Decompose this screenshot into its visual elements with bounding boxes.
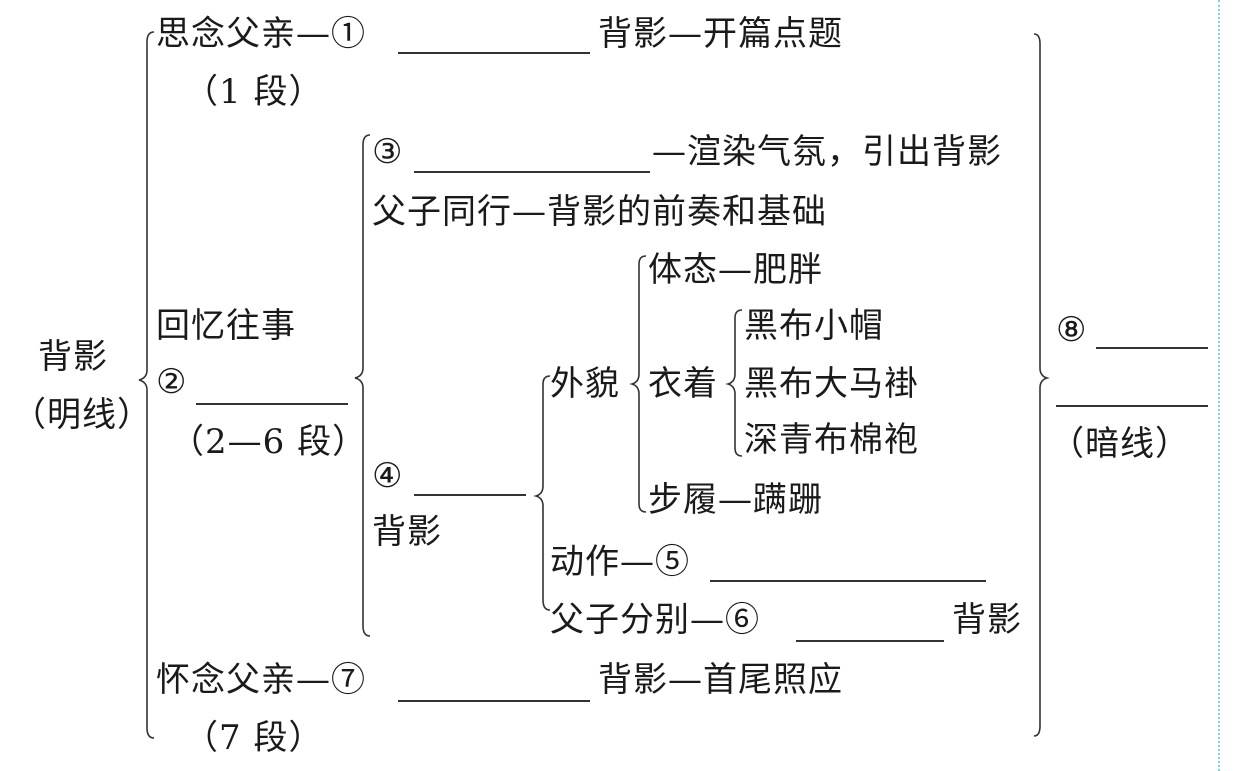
part3-para: （7 段）	[184, 718, 324, 758]
right-label: ⑧	[1056, 310, 1088, 350]
part1-para: （1 段）	[184, 72, 324, 112]
together-line: 父子同行—背影的前奏和基础	[372, 192, 827, 232]
blank-5[interactable]	[710, 580, 986, 582]
item3-label: ③	[372, 132, 404, 172]
blank-2[interactable]	[196, 403, 348, 405]
blank-6[interactable]	[796, 640, 944, 642]
item3-after: —渲染气氛，引出背影	[652, 132, 1002, 172]
item4-brace	[533, 375, 551, 611]
root-subtitle: （明线）	[12, 395, 152, 435]
clothing-label: 衣着	[648, 364, 718, 404]
page-margin-guide	[1218, 0, 1220, 771]
root-brace	[138, 31, 155, 739]
action-label: 动作—⑤	[550, 542, 690, 582]
part1-after: 背影—开篇点题	[598, 14, 843, 54]
posture-line: 体态—肥胖	[648, 250, 823, 290]
clothing-item: 深青布棉袍	[744, 420, 919, 460]
item4-label2: 背影	[372, 512, 442, 552]
part2-blank-label: ②	[156, 362, 188, 402]
root-title: 背影	[38, 337, 108, 377]
appearance-label: 外貌	[550, 364, 620, 404]
part1-label: 思念父亲—①	[156, 14, 366, 54]
clothing-item: 黑布小帽	[744, 306, 884, 346]
blank-4[interactable]	[414, 494, 526, 496]
part3-after: 背影—首尾照应	[598, 660, 843, 700]
blank-8a[interactable]	[1096, 347, 1208, 349]
part3-label: 怀念父亲—⑦	[156, 660, 366, 700]
part2-brace	[354, 134, 371, 637]
blank-1[interactable]	[398, 52, 590, 54]
right-brace	[1033, 33, 1050, 737]
parting-label: 父子分别—⑥	[550, 600, 760, 640]
gait-line: 步履—蹒跚	[648, 480, 823, 520]
part2-label: 回忆往事	[156, 306, 296, 346]
appearance-brace	[629, 255, 647, 513]
right-subtitle: （暗线）	[1050, 424, 1190, 464]
clothing-brace	[725, 309, 743, 457]
clothing-item: 黑布大马褂	[744, 364, 919, 404]
parting-after: 背影	[952, 600, 1022, 640]
blank-7[interactable]	[398, 700, 590, 702]
item4-label: ④	[372, 456, 404, 496]
blank-8b[interactable]	[1056, 405, 1208, 407]
part2-para: （2—6 段）	[170, 422, 368, 462]
blank-3[interactable]	[414, 171, 650, 173]
